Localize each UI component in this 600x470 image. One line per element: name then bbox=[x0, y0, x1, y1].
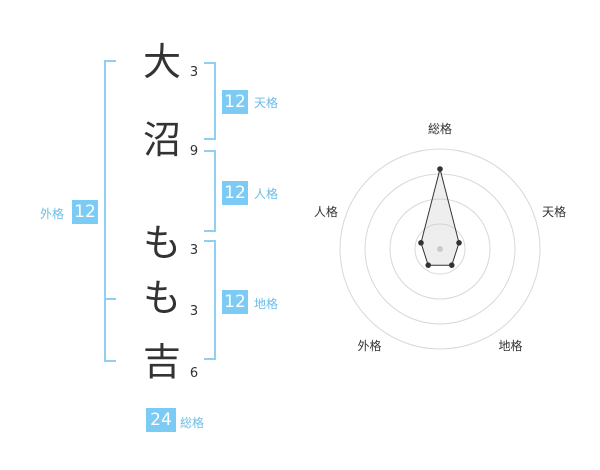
name-char-1: 大 bbox=[142, 40, 181, 84]
gai-label: 外格 bbox=[40, 207, 65, 221]
ten-label: 天格 bbox=[254, 96, 279, 110]
name-char-4: も bbox=[142, 276, 181, 320]
radar-ring-3 bbox=[364, 173, 516, 325]
radar-point-2 bbox=[456, 240, 462, 246]
radar-ring-4 bbox=[339, 148, 541, 350]
jin-bracket bbox=[204, 150, 216, 232]
radar-point-5 bbox=[418, 240, 424, 246]
radar-point-3 bbox=[448, 262, 455, 268]
ten-bracket bbox=[204, 62, 216, 140]
radar-polygon bbox=[420, 168, 460, 266]
name-char-5: 吉 bbox=[142, 340, 181, 384]
chi-bracket bbox=[204, 240, 216, 360]
stroke-count-3: 3 bbox=[189, 243, 199, 258]
jin-value-badge: 12 bbox=[222, 181, 248, 205]
radar-axis-label-3: 地格 bbox=[498, 338, 522, 353]
name-char-3: も bbox=[142, 221, 181, 265]
stroke-count-1: 3 bbox=[189, 65, 199, 80]
gai-value-badge: 12 bbox=[72, 200, 98, 224]
sou-value-badge: 24 bbox=[146, 408, 176, 432]
chi-label: 地格 bbox=[254, 297, 279, 311]
ten-value-badge: 12 bbox=[222, 90, 248, 114]
radar-point-1 bbox=[437, 166, 443, 172]
stroke-count-5: 6 bbox=[189, 366, 199, 381]
radar-ring-2 bbox=[389, 198, 491, 300]
stroke-count-2: 9 bbox=[189, 144, 199, 159]
radar-center-dot bbox=[437, 246, 443, 252]
radar-axis-label-5: 人格 bbox=[314, 204, 338, 219]
radar-axis-label-1: 総格 bbox=[428, 121, 452, 136]
stroke-count-4: 3 bbox=[189, 304, 199, 319]
gai-bracket-tick bbox=[104, 298, 116, 300]
sou-label: 総格 bbox=[180, 416, 205, 430]
gai-bracket bbox=[104, 60, 116, 362]
chi-value-badge: 12 bbox=[222, 290, 248, 314]
radar-point-4 bbox=[425, 262, 432, 268]
name-char-2: 沼 bbox=[142, 118, 181, 162]
jin-label: 人格 bbox=[254, 187, 279, 201]
radar-axis-label-2: 天格 bbox=[542, 204, 566, 219]
radar-axis-label-4: 外格 bbox=[357, 338, 381, 353]
radar-ring-1 bbox=[414, 223, 466, 275]
